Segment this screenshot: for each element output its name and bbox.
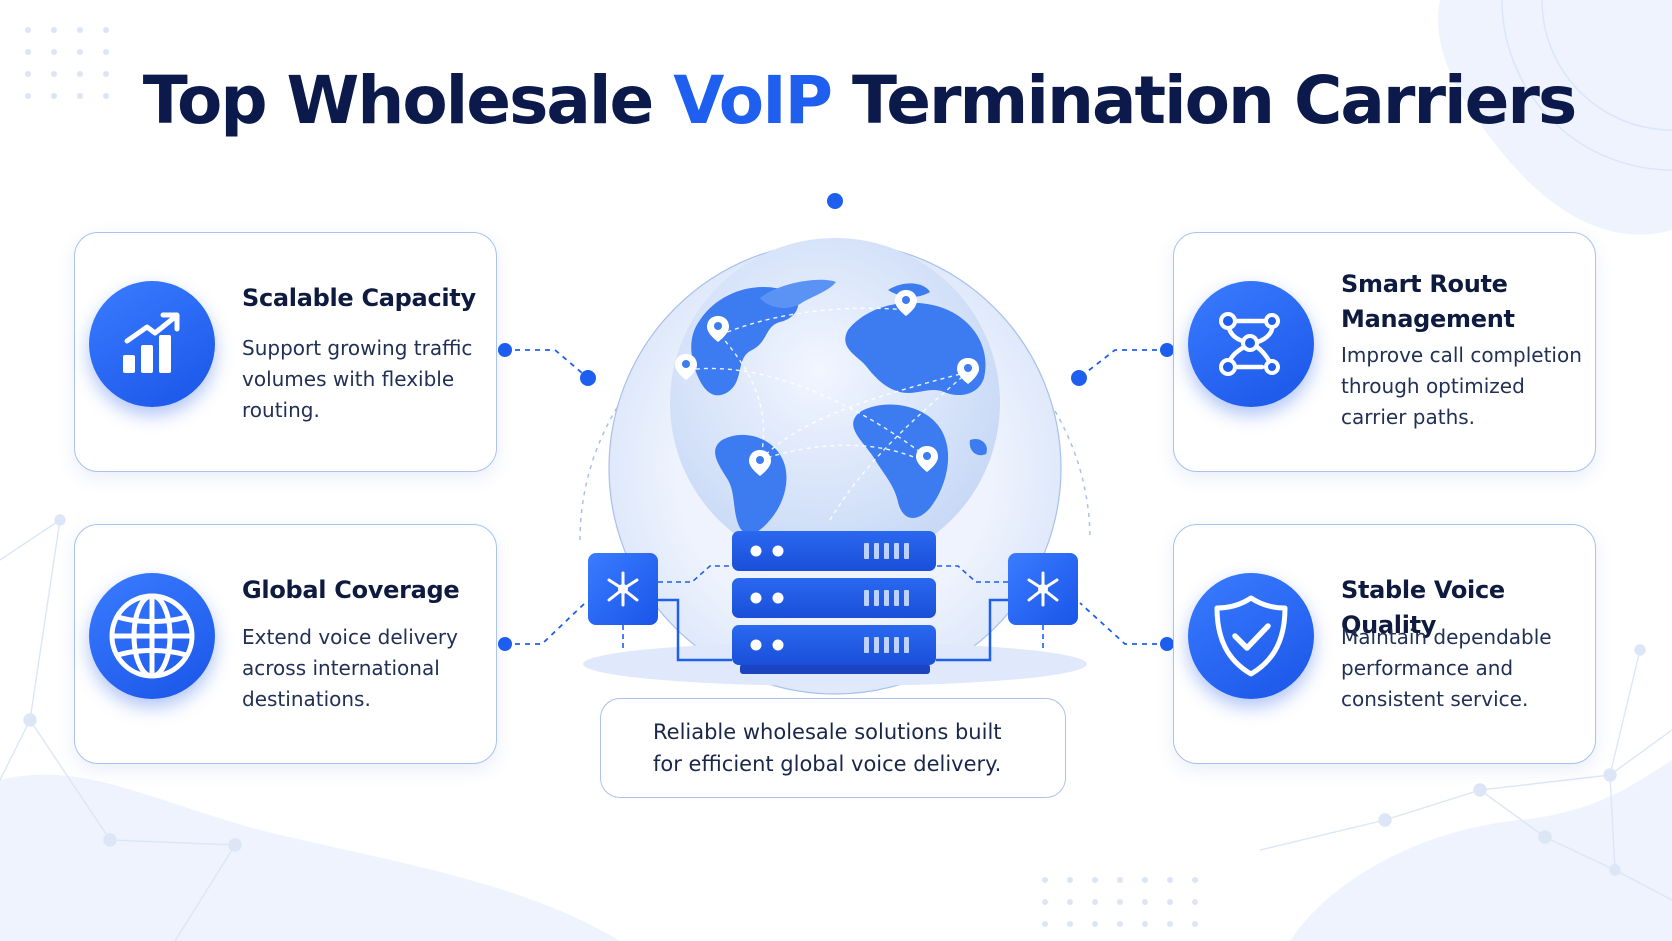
location-pin-icon: [707, 316, 729, 342]
hub-wiring: [658, 598, 1008, 662]
card-title: Scalable Capacity: [242, 284, 476, 312]
card-desc-line: volumes with flexible: [242, 367, 455, 391]
card-description: Maintain dependable performance and cons…: [1341, 622, 1591, 715]
card-description: Improve call completion through optimize…: [1341, 340, 1591, 433]
bg-blob-bottom-right: [1290, 760, 1672, 941]
card-desc-line: across international: [242, 656, 440, 680]
card-desc-line: carrier paths.: [1341, 405, 1476, 429]
card-desc-line: destinations.: [242, 687, 371, 711]
card-description: Extend voice delivery across internation…: [242, 622, 492, 715]
globe-icon: [109, 593, 195, 679]
location-pin-icon: [916, 446, 938, 472]
bar-chart-growth-icon: [123, 312, 180, 373]
card-desc-line: Support growing traffic: [242, 336, 473, 360]
orbit-right-dot: [1071, 370, 1087, 386]
caption-line: Reliable wholesale solutions built: [653, 720, 1002, 744]
card-desc-line: Improve call completion: [1341, 343, 1582, 367]
icon-badge: [1188, 281, 1314, 407]
card-title-line: Smart Route: [1341, 270, 1508, 298]
bg-dot-grid-bottom: [1042, 877, 1198, 927]
globe: [670, 238, 1000, 568]
orbit-dashed-ring: [579, 284, 1091, 541]
card-title: Smart Route Management: [1341, 267, 1515, 337]
card-desc-line: performance and: [1341, 656, 1514, 680]
icon-badge: [89, 573, 215, 699]
globe-route-lines: [687, 307, 969, 521]
card-desc-line: Extend voice delivery: [242, 625, 458, 649]
bg-dot-grid-top-left: [25, 27, 109, 99]
bg-network-left: [0, 514, 242, 941]
bg-blob-top-right: [1438, 0, 1672, 235]
card-title: Stable Voice Quality: [1341, 576, 1505, 639]
hub-box-left: [588, 553, 658, 625]
shield-check-icon: [1214, 595, 1288, 677]
connector-lines: [505, 349, 1167, 645]
card-title-line: Management: [1341, 305, 1515, 333]
title-part-2: Termination Carriers: [831, 62, 1577, 139]
card-desc-line: consistent service.: [1341, 687, 1529, 711]
bg-network-right: [1259, 644, 1672, 901]
location-pin-icon: [895, 290, 917, 316]
title-highlight: VoIP: [673, 62, 833, 139]
feature-card-stable-voice-quality: Stable Voice Quality Maintain dependable…: [1173, 524, 1596, 764]
location-pin-icon: [957, 358, 979, 384]
icon-badge: [1188, 573, 1314, 699]
location-pin-icon: [749, 450, 771, 476]
server-unit: [732, 531, 936, 571]
hub-box-right: [1008, 553, 1078, 625]
bg-blob-bottom-left: [0, 774, 620, 941]
location-pin-icon: [675, 354, 697, 380]
card-desc-line: routing.: [242, 398, 320, 422]
card-title: Global Coverage: [242, 576, 460, 604]
caption-box: Reliable wholesale solutions built for e…: [600, 698, 1066, 798]
hub-dashed-wiring: [622, 565, 1044, 650]
globe-location-pins: [675, 290, 979, 476]
card-desc-line: through optimized: [1341, 374, 1525, 398]
caption-text: Reliable wholesale solutions built for e…: [653, 716, 1013, 780]
server-stack-icon: [732, 531, 936, 674]
card-description: Support growing traffic volumes with fle…: [242, 333, 492, 426]
feature-card-scalable-capacity: Scalable Capacity Support growing traffi…: [74, 232, 497, 472]
route-network-icon: [1219, 312, 1280, 376]
page-title: Top Wholesale VoIP Termination Carriers: [0, 62, 1672, 139]
card-desc-line: Maintain dependable: [1341, 625, 1552, 649]
connector-dots: [498, 343, 1174, 651]
orbit-top-dot: [827, 193, 843, 209]
icon-badge: [89, 281, 215, 407]
title-part-1: Top Wholesale: [142, 62, 674, 139]
feature-card-global-coverage: Global Coverage Extend voice delivery ac…: [74, 524, 497, 764]
server-unit: [732, 578, 936, 618]
feature-card-smart-route-management: Smart Route Management Improve call comp…: [1173, 232, 1596, 472]
caption-line: for efficient global voice delivery.: [653, 752, 1002, 776]
server-unit: [732, 625, 936, 665]
